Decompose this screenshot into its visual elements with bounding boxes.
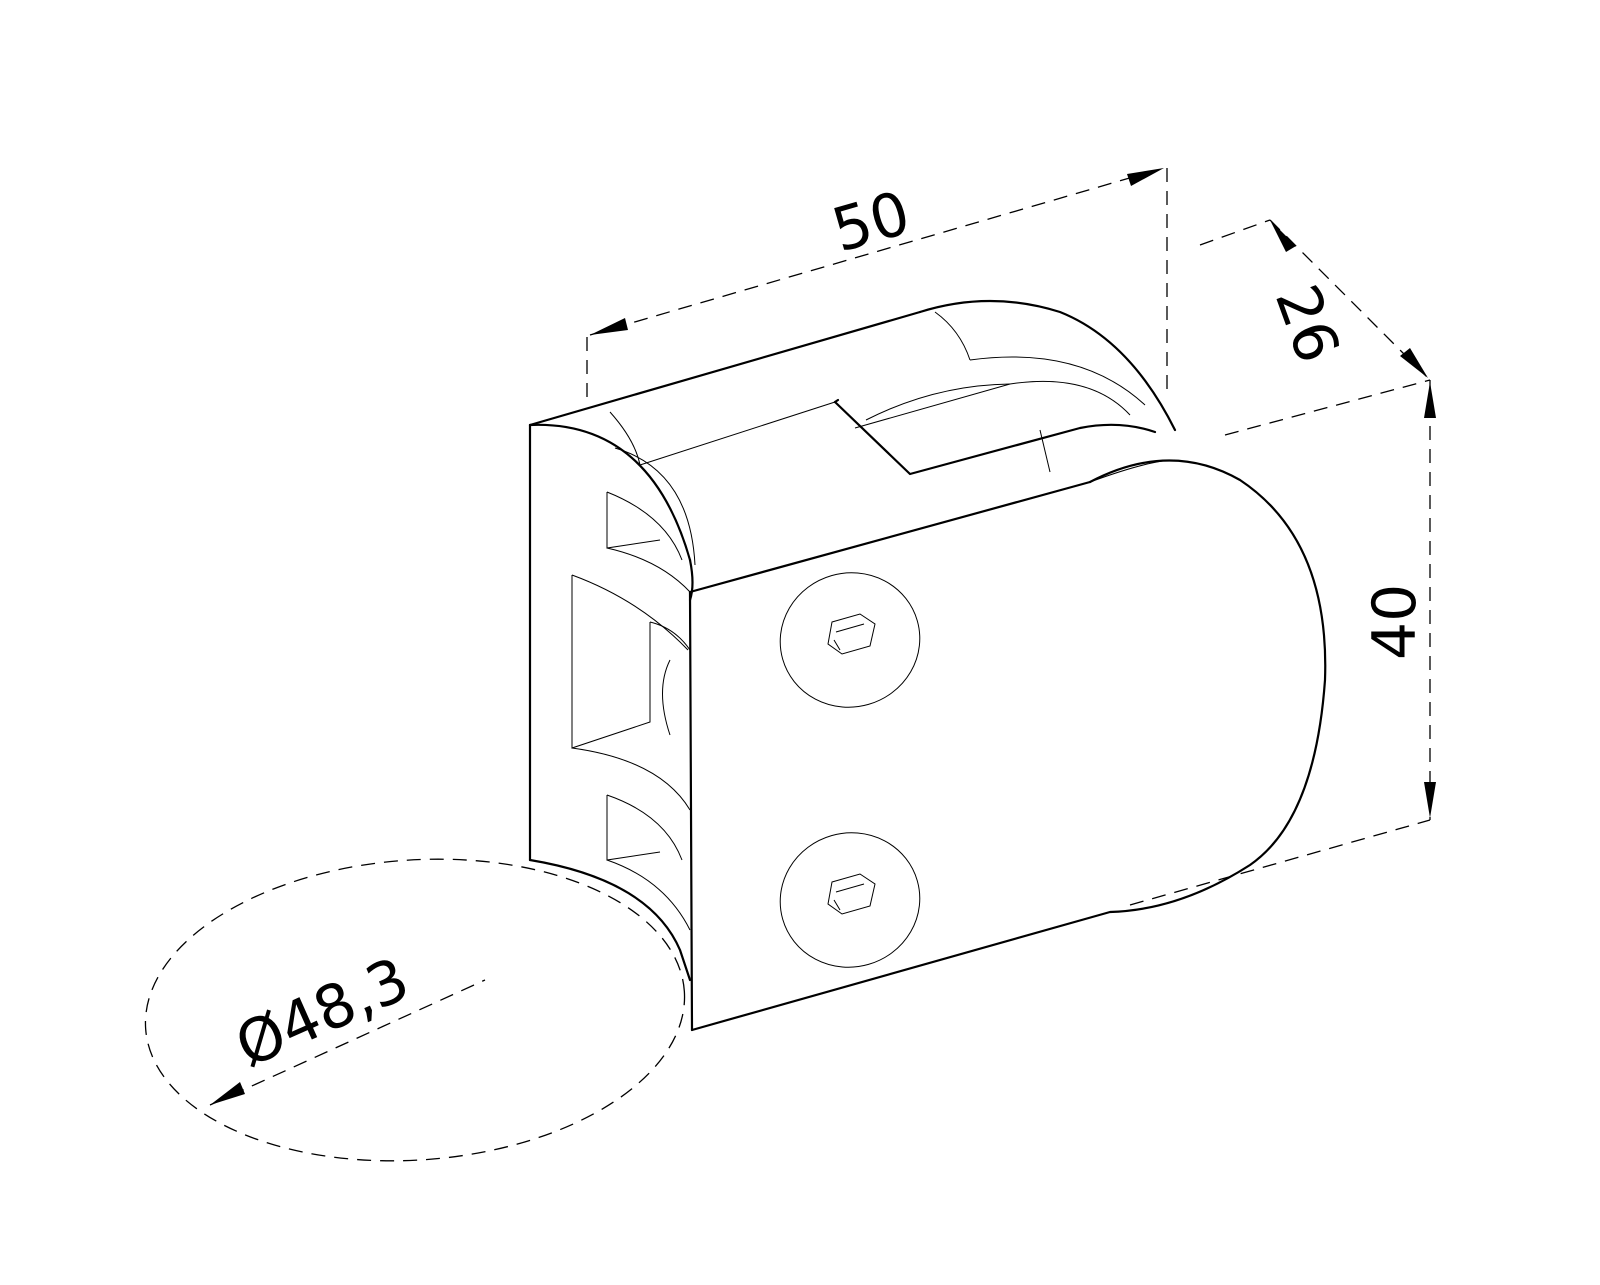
clamp-body [528, 299, 1327, 1032]
left-bottom-curve [528, 858, 692, 982]
dimension-depth-label: 26 [1261, 276, 1353, 372]
dimension-depth: 26 [1199, 219, 1431, 436]
dimension-length-label: 50 [825, 178, 918, 266]
clamp-inner-edges [571, 311, 1176, 931]
front-plate-top-edge [688, 480, 1092, 594]
front-left-curve [688, 558, 694, 602]
hex-socket-screw-icon [779, 832, 921, 968]
dimension-height: 40 [1129, 380, 1436, 906]
hex-socket-screw-icon [779, 572, 921, 708]
front-plate-outline [690, 459, 1327, 1032]
front-plate-left-edge [688, 590, 694, 1032]
dimension-tube: Ø48,3 [144, 858, 686, 1162]
top-slot-left [833, 398, 840, 404]
dimension-length: 50 [586, 167, 1168, 405]
top-back-curve [918, 299, 1177, 432]
left-top-curve [528, 423, 692, 562]
dimension-tube-label: Ø48,3 [226, 944, 420, 1081]
top-back-edge [528, 310, 922, 427]
dimension-height-label: 40 [1360, 584, 1430, 660]
tube-outline [144, 858, 686, 1162]
top-slot [833, 400, 1157, 476]
